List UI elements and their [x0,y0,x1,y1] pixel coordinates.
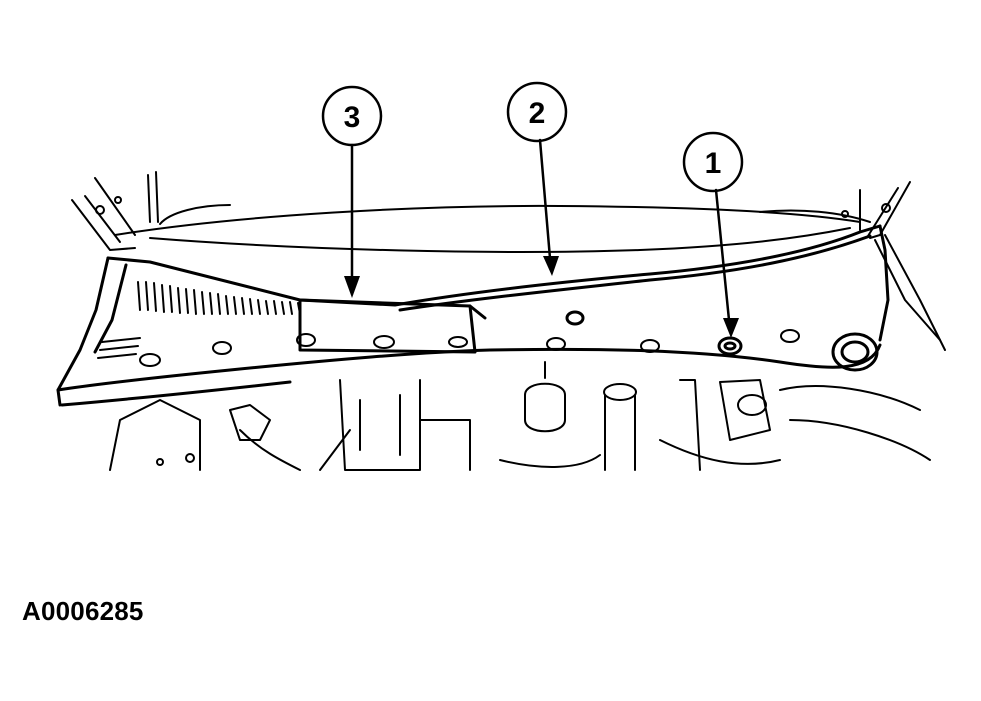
leader-1 [714,188,732,332]
retaining-pin [717,336,743,356]
left-fender [71,171,159,251]
callout-2-number: 2 [529,97,546,130]
figure-id-label: A0006285 [22,596,144,626]
arrowhead-2 [543,256,559,276]
callout-1: 1 [682,131,744,193]
leader-arrowheads [344,256,739,338]
callout-3-number: 3 [344,101,361,134]
callout-leaders [350,138,732,332]
arrowhead-3 [344,276,360,298]
cowl-vent-seal [298,298,487,354]
vent-slats [97,281,301,359]
engine-components [109,361,931,471]
callout-1-number: 1 [705,147,722,180]
callout-3: 3 [321,85,383,147]
leader-2 [538,138,553,272]
callout-2: 2 [506,81,568,143]
hood-outline [114,204,871,253]
cowl-panel-grille [56,224,890,407]
right-fender [841,181,946,351]
arrowhead-1 [723,318,739,338]
panel-holes [139,329,800,367]
wiper-pivot [565,310,879,372]
